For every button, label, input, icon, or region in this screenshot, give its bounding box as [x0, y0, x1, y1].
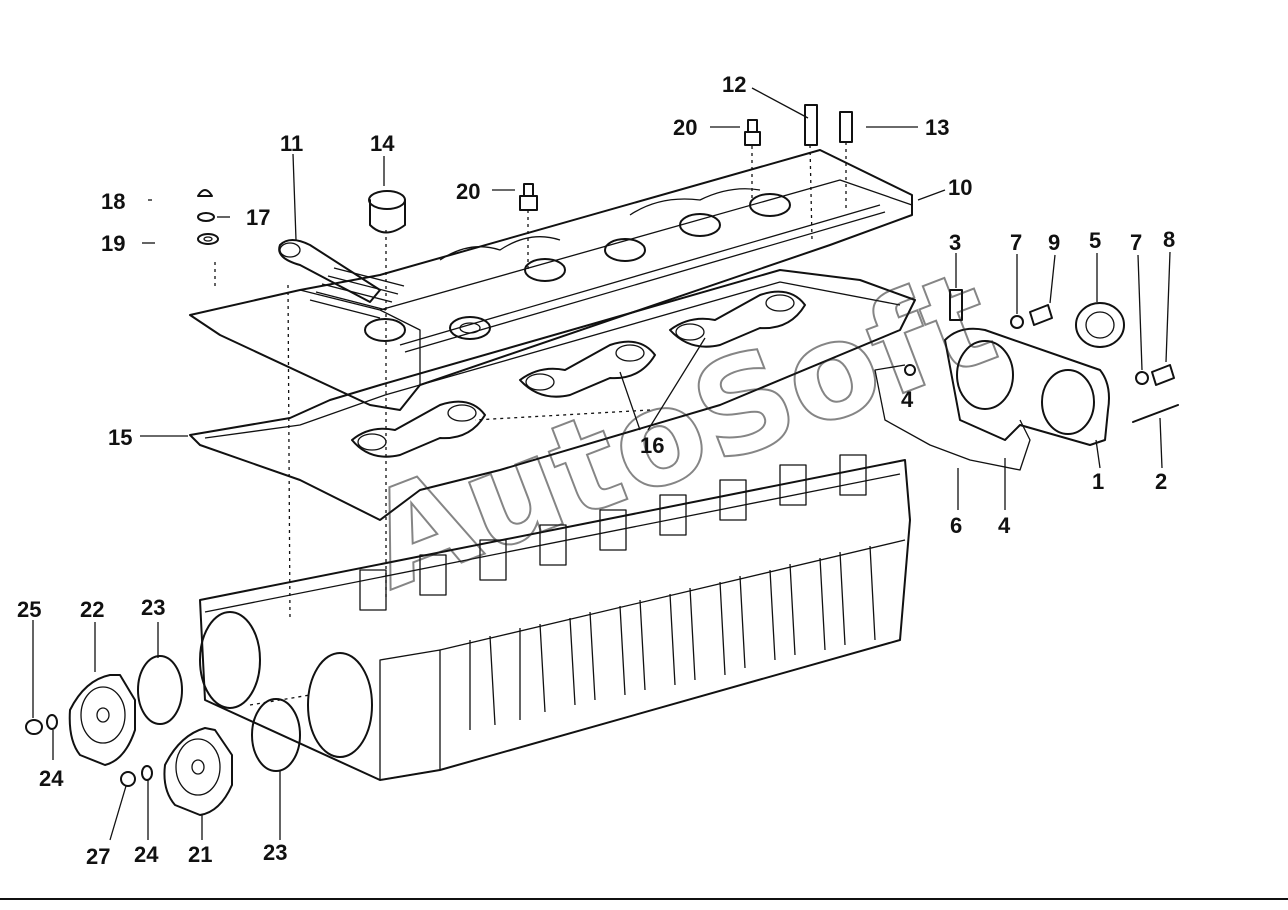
intake-runners: [469, 545, 876, 730]
cover-ribs: [309, 204, 886, 353]
callout-11: 11: [280, 131, 303, 156]
callout-27: 27: [86, 844, 110, 869]
cylinder-head: [199, 454, 911, 781]
callout-23-right: 23: [263, 840, 287, 865]
callout-20-upper: 20: [673, 115, 697, 140]
callout-8: 8: [1163, 227, 1175, 252]
breather-pipe: [278, 239, 381, 303]
callout-13: 13: [925, 115, 949, 140]
callout-24-upper: 24: [39, 766, 64, 791]
callout-7-left: 7: [1010, 230, 1022, 255]
oil-filler-cap: [368, 190, 406, 234]
callout-7-right: 7: [1130, 230, 1142, 255]
callout-19: 19: [101, 231, 125, 256]
callout-4-upper: 4: [901, 387, 914, 412]
studs-and-nuts: [519, 104, 853, 211]
callout-23-left: 23: [141, 595, 165, 620]
callout-1: 1: [1092, 469, 1104, 494]
bottom-border: [0, 898, 1288, 900]
callout-17: 17: [246, 205, 270, 230]
callout-16: 16: [640, 433, 664, 458]
callout-20-lower: 20: [456, 179, 480, 204]
callout-4-lower: 4: [998, 513, 1011, 538]
timing-cover: [874, 327, 1110, 471]
callout-6: 6: [950, 513, 962, 538]
callout-labels: 12 20 13 11 14 20 10 18 17 19 3 7 9 5 7 …: [17, 72, 1175, 869]
callout-22: 22: [80, 597, 104, 622]
callout-18: 18: [101, 189, 125, 214]
callout-3: 3: [949, 230, 961, 255]
callout-5: 5: [1089, 228, 1101, 253]
callout-9: 9: [1048, 230, 1060, 255]
valve-cover: [189, 149, 913, 411]
camshaft-end-covers: [25, 655, 301, 816]
callout-15: 15: [108, 425, 132, 450]
callout-24-lower: 24: [134, 842, 159, 867]
callout-21: 21: [188, 842, 212, 867]
callout-2: 2: [1155, 469, 1167, 494]
cap-nut-washer-set: [197, 189, 219, 245]
timing-hardware: [904, 289, 1179, 423]
callout-25: 25: [17, 597, 41, 622]
assembly-lines: [214, 142, 847, 706]
callout-10: 10: [948, 175, 972, 200]
callout-12: 12: [722, 72, 746, 97]
leader-lines: [32, 87, 1171, 841]
callout-14: 14: [370, 131, 395, 156]
